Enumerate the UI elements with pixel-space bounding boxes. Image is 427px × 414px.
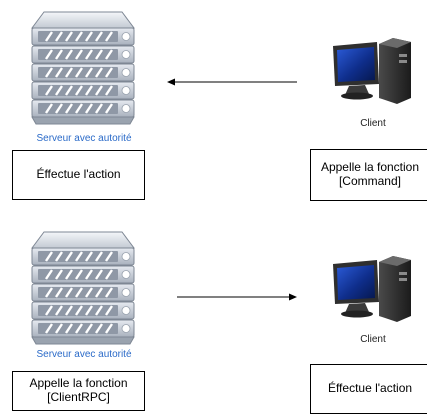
server-action-box: Éffectue l'action [12, 150, 145, 200]
server-icon [24, 8, 142, 135]
arrow-client-to-server [167, 78, 297, 86]
server-action-text: Éffectue l'action [36, 167, 121, 182]
arrow-server-to-client [177, 293, 297, 301]
client-call-text: Appelle la fonction [Command] [320, 160, 420, 188]
server-call-box: Appelle la fonction [ClientRPC] [12, 371, 145, 411]
client-label: Client [360, 118, 386, 129]
client-call-box: Appelle la fonction [Command] [310, 149, 427, 201]
client-label: Client [360, 334, 386, 345]
server-label: Serveur avec autorité [36, 133, 132, 144]
server-icon [24, 228, 142, 355]
client-computer-icon [331, 38, 413, 113]
client-computer-icon [331, 256, 413, 331]
client-action-text: Éffectue l'action [327, 381, 413, 396]
server-call-text: Appelle la fonction [ClientRPC] [29, 376, 128, 404]
client-action-box: Éffectue l'action [310, 364, 427, 414]
server-label: Serveur avec autorité [36, 349, 132, 360]
